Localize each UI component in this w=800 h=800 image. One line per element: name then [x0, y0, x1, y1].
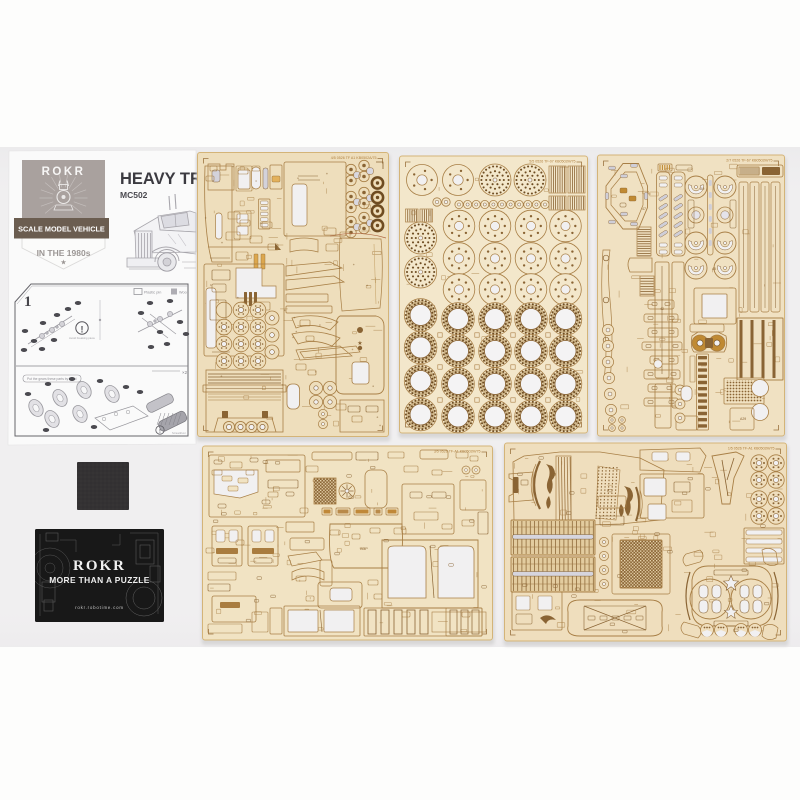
svg-text:★: ★: [357, 340, 362, 347]
svg-text:47: 47: [642, 207, 646, 211]
svg-text:45: 45: [712, 267, 716, 271]
svg-text:HEAVY TRU: HEAVY TRU: [120, 170, 214, 188]
svg-text:1/5 0526 TF-A1 KB0502M/75: 1/5 0526 TF-A1 KB0502M/75: [728, 447, 775, 451]
svg-text:42: 42: [660, 307, 664, 311]
svg-text:IN THE 1980s: IN THE 1980s: [37, 248, 91, 258]
svg-text:5/5 0526 TF-07 KB0502M/75: 5/5 0526 TF-07 KB0502M/75: [529, 160, 575, 164]
svg-text:ROKR: ROKR: [73, 558, 126, 574]
svg-text:!: !: [159, 429, 161, 435]
svg-text:Screwdriver: Screwdriver: [172, 431, 186, 435]
svg-text:★: ★: [60, 259, 66, 267]
svg-text:3/5 0526 TF-A1 KB0502M/75: 3/5 0526 TF-A1 KB0502M/75: [434, 450, 481, 454]
svg-text:Woo: Woo: [179, 291, 187, 295]
svg-text:A29: A29: [740, 417, 746, 421]
svg-text:B3P: B3P: [360, 546, 368, 551]
svg-text:Avoid breaking piece: Avoid breaking piece: [69, 336, 95, 340]
svg-text:Plastic pin: Plastic pin: [144, 291, 161, 295]
svg-text:A9: A9: [700, 187, 704, 191]
svg-text:!: !: [81, 325, 84, 335]
svg-text:MC502: MC502: [120, 190, 148, 200]
svg-text:ROKR: ROKR: [42, 166, 86, 178]
svg-text:×2: ×2: [182, 370, 188, 375]
svg-text:SCALE MODEL VEHICLE: SCALE MODEL VEHICLE: [18, 225, 105, 234]
svg-text:1: 1: [24, 294, 32, 310]
svg-text:4/5 0526 TF A1 KB0502A/75: 4/5 0526 TF A1 KB0502A/75: [331, 156, 377, 160]
svg-text:2/7 0526 TF-67 KB0502M/75: 2/7 0526 TF-67 KB0502M/75: [726, 159, 772, 163]
svg-text:rokr.robotime.com: rokr.robotime.com: [75, 605, 124, 610]
svg-text:Put the gears these parts by h: Put the gears these parts by hand: [27, 377, 77, 381]
svg-text:MORE THAN A PUZZLE: MORE THAN A PUZZLE: [49, 575, 150, 585]
